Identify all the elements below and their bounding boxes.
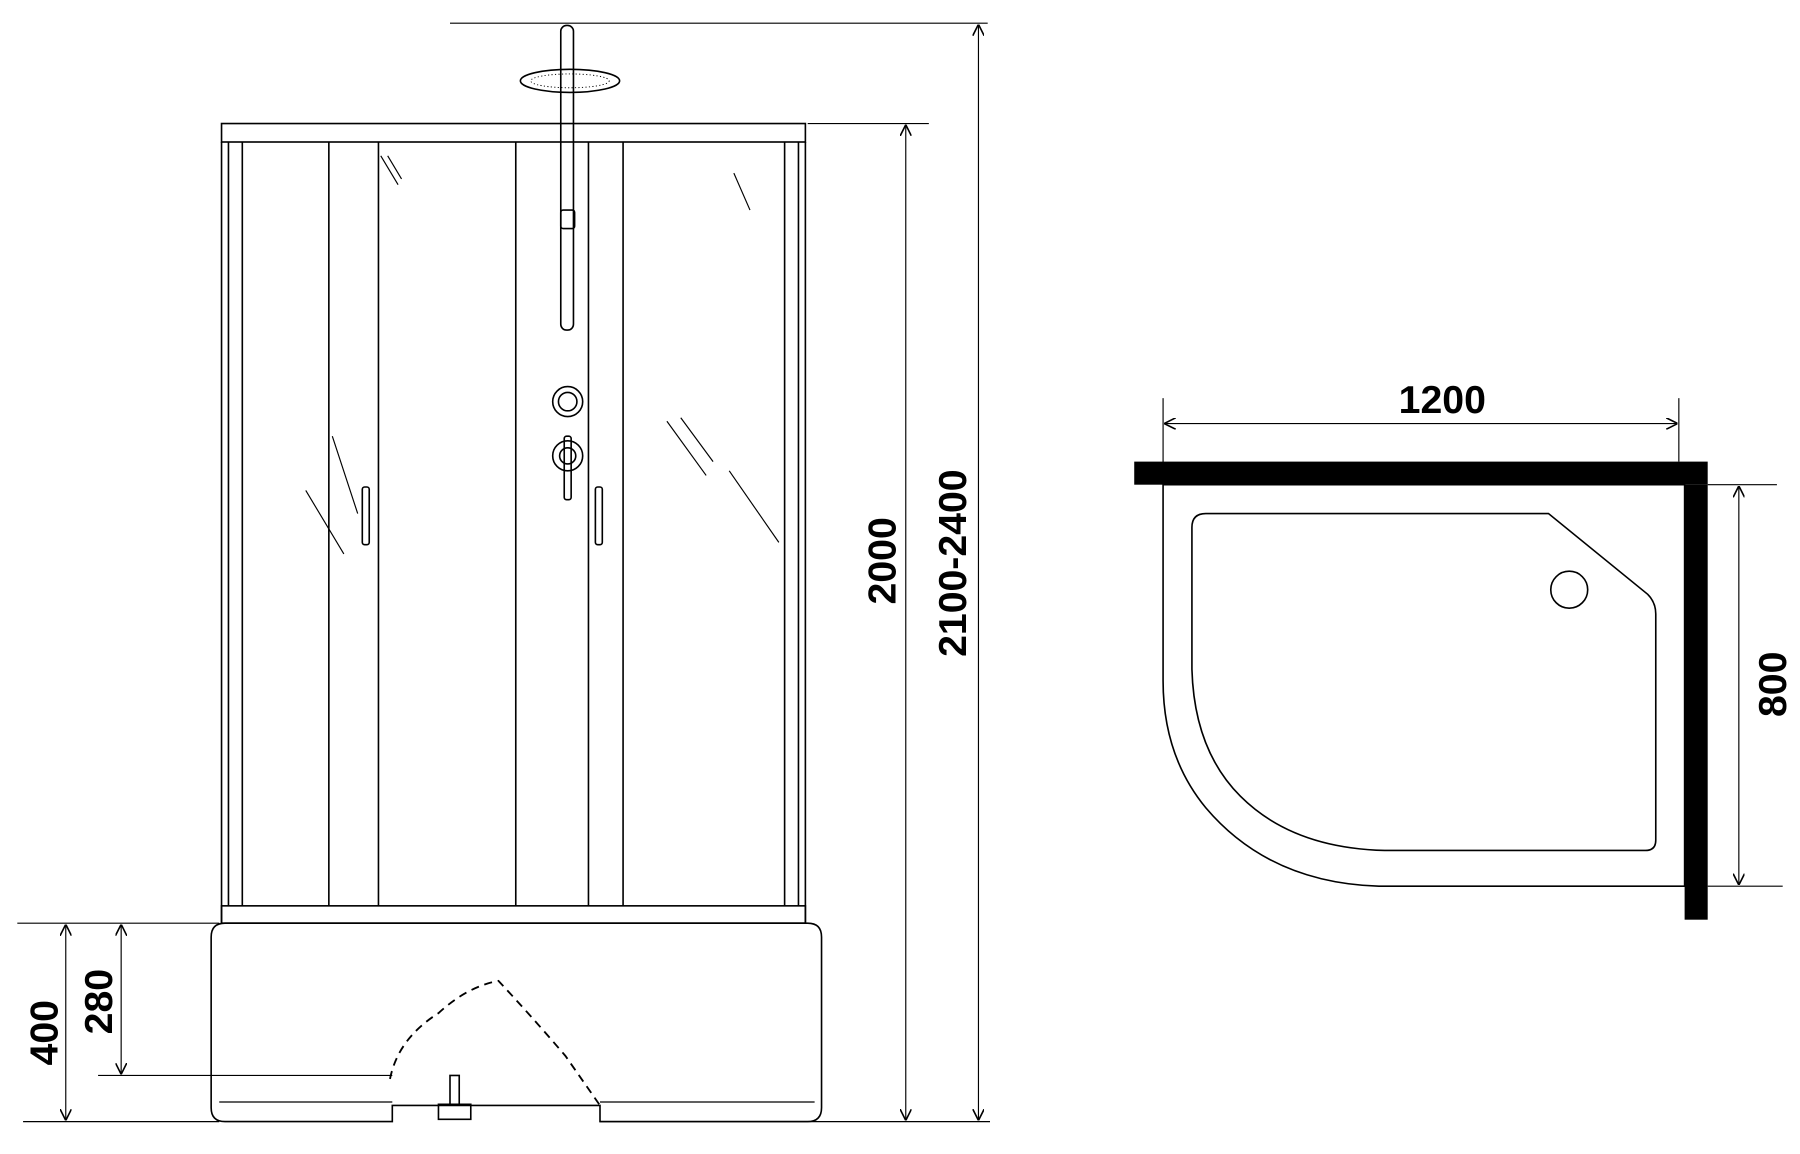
- door-handle: [594, 486, 604, 546]
- tray-cutout-hidden-line: [389, 979, 601, 1106]
- tray-outline: [1162, 483, 1686, 888]
- shower-column: [559, 24, 575, 331]
- dimension-label-tray-inner-height: 280: [77, 969, 121, 1034]
- door-handle: [361, 486, 371, 546]
- dimension-label-tray-height: 400: [23, 1000, 67, 1065]
- dimension-label-width: 1200: [1399, 378, 1486, 422]
- cabin-bottom-rail: [220, 905, 807, 924]
- adjustable-foot: [449, 1074, 461, 1106]
- tray-inner-basin: [1191, 512, 1657, 852]
- plan-view: 1200 800: [1134, 378, 1795, 920]
- drain-hole: [1549, 570, 1589, 609]
- cabin-top-rail: [220, 122, 807, 143]
- shower-tray: [210, 922, 823, 1123]
- mixer-knob: [551, 385, 584, 418]
- glass-reflections: [305, 155, 780, 555]
- hand-shower-holder: [559, 209, 576, 230]
- side-wall-panel: [1684, 484, 1708, 920]
- dimension-label-total-height: 2100-2400: [931, 469, 975, 657]
- dimension-label-cabin-height: 2000: [860, 517, 904, 604]
- rain-shower-head: [519, 68, 621, 94]
- back-wall-panel: [1134, 461, 1708, 485]
- front-view: 2100-2400 2000 400 280: [17, 22, 990, 1123]
- mixer-lever: [551, 440, 584, 472]
- dimension-label-depth: 800: [1751, 652, 1795, 717]
